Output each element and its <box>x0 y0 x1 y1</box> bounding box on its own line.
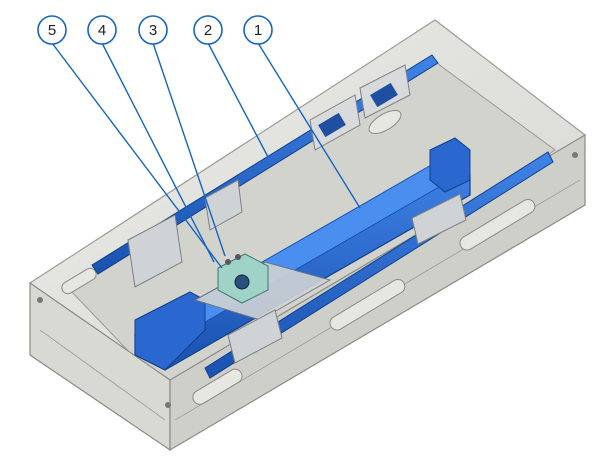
leader-line-1 <box>257 42 361 209</box>
housing-hole <box>368 109 402 135</box>
front-rail-plate <box>411 193 467 245</box>
leader-line-3 <box>152 42 226 257</box>
front-linear-rail <box>204 151 554 379</box>
leader-line-5 <box>51 42 223 269</box>
housing-bolt <box>165 402 171 408</box>
carriage-plate <box>193 253 332 321</box>
callout-4: 4 <box>87 15 117 45</box>
callout-4-label: 4 <box>98 22 106 39</box>
housing-bolt <box>37 297 43 303</box>
callout-2: 2 <box>193 15 223 45</box>
back-rail-block <box>370 82 398 108</box>
leader-line-2 <box>207 42 269 158</box>
back-rail-block <box>318 112 346 138</box>
callout-3: 3 <box>138 15 168 45</box>
housing-slot <box>329 278 406 331</box>
callout-1: 1 <box>243 15 273 45</box>
back-rail-plate <box>127 214 183 288</box>
back-linear-rail <box>91 54 439 288</box>
carriage-screw <box>235 254 241 260</box>
housing <box>29 19 587 452</box>
carriage-screw <box>225 259 231 265</box>
carriage-fitting <box>234 274 250 290</box>
callout-2-label: 2 <box>204 22 212 39</box>
leader-line-4 <box>101 42 215 263</box>
leader-lines <box>51 42 361 269</box>
housing-slot <box>192 368 243 405</box>
actuator-end-cap <box>429 137 471 193</box>
front-rail-plate <box>227 309 283 364</box>
callout-5: 5 <box>37 15 67 45</box>
callout-1-label: 1 <box>254 22 262 39</box>
housing-bolt <box>572 152 578 158</box>
housing-slot <box>459 198 536 251</box>
callout-5-label: 5 <box>48 22 56 39</box>
back-rail-plate <box>204 179 243 231</box>
housing-inner-edge <box>39 329 166 421</box>
actuator-end-motor <box>134 291 206 371</box>
callout-3-label: 3 <box>149 22 157 39</box>
housing-slot <box>61 267 97 295</box>
